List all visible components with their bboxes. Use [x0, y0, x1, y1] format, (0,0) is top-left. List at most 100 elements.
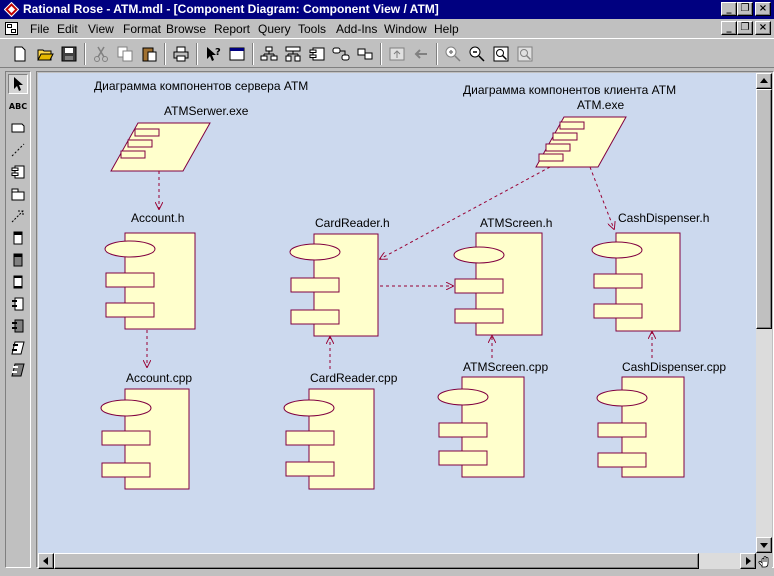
component-account-h[interactable]: Account.h	[104, 211, 196, 330]
print-button[interactable]	[170, 43, 192, 65]
copy-button[interactable]	[114, 43, 136, 65]
component-atmscreen-h[interactable]: ATMScreen.h	[453, 216, 552, 336]
arrow-up-icon	[760, 78, 768, 83]
menu-add-ins[interactable]: Add-Ins	[336, 22, 378, 36]
menu-help[interactable]: Help	[434, 22, 459, 36]
class-diagram-icon	[260, 46, 278, 61]
component-label: ATMSerwer.exe	[164, 104, 249, 118]
component-account-cpp[interactable]: Account.cpp	[100, 371, 192, 490]
component-diagram-canvas[interactable]: Диаграмма компонентов сервера ATM Диагра…	[38, 73, 756, 553]
component-atmscreen-cpp[interactable]: ATMScreen.cpp	[437, 360, 548, 478]
diagram-window: Диаграмма компонентов сервера ATM Диагра…	[36, 71, 774, 569]
pointer-help-icon: ?	[207, 47, 221, 61]
text-box-tool[interactable]: ABC	[8, 96, 28, 116]
browse-component-diagram-button[interactable]	[306, 43, 328, 65]
component-cashdispenser-cpp[interactable]: CashDispenser.cpp	[596, 360, 726, 478]
component-label: Account.cpp	[126, 371, 192, 385]
component-cashdispenser-h[interactable]: CashDispenser.h	[591, 211, 709, 332]
diagram-toolbox: ABC	[5, 71, 31, 568]
subprogram-body-tool[interactable]	[8, 250, 28, 270]
browse-state-diagram-button[interactable]	[330, 43, 352, 65]
menu-view[interactable]: View	[88, 22, 114, 36]
toolbar-separator	[164, 43, 166, 65]
component-tool[interactable]	[8, 162, 28, 182]
menu-browse[interactable]: Browse	[166, 22, 207, 36]
browse-parent-button[interactable]	[386, 43, 408, 65]
text-tool-label: ABC	[8, 101, 28, 111]
package-body-tool[interactable]	[8, 316, 28, 336]
browse-deployment-diagram-button[interactable]	[354, 43, 376, 65]
package-tool[interactable]	[8, 184, 28, 204]
save-button[interactable]	[58, 43, 80, 65]
subprogram-spec-tool[interactable]	[8, 228, 28, 248]
scroll-left-button[interactable]	[38, 553, 54, 569]
browse-interaction-diagram-button[interactable]	[282, 43, 304, 65]
scroll-down-button[interactable]	[756, 537, 772, 553]
server-diagram-title: Диаграмма компонентов сервера ATM	[94, 79, 308, 93]
svg-text:?: ?	[215, 47, 221, 58]
new-button[interactable]	[9, 43, 31, 65]
horizontal-scroll-thumb[interactable]	[54, 553, 699, 569]
component-label: CashDispenser.cpp	[622, 360, 726, 374]
component-cardreader-cpp[interactable]: CardReader.cpp	[283, 371, 398, 490]
menu-bar: File Edit View Format Browse Report Quer…	[0, 19, 774, 38]
hand-cursor-icon	[758, 556, 769, 568]
task-body-icon	[11, 363, 25, 377]
close-button[interactable]: ×	[755, 2, 771, 16]
zoom-out-button[interactable]	[466, 43, 488, 65]
dependency-atm-exe-to-cardreader-h[interactable]	[380, 166, 551, 259]
menu-edit[interactable]: Edit	[57, 22, 78, 36]
child-minimize-button[interactable]: _	[721, 21, 737, 35]
dependency-atm-exe-to-cashdispenser-h[interactable]	[589, 166, 614, 229]
diagram-svg: Диаграмма компонентов сервера ATM Диагра…	[94, 79, 726, 490]
dependency-tool[interactable]	[8, 206, 28, 226]
task-body-tool[interactable]	[8, 360, 28, 380]
minimize-button[interactable]: _	[721, 2, 737, 16]
browse-class-diagram-button[interactable]	[258, 43, 280, 65]
parent-diagram-icon	[389, 47, 405, 61]
fit-in-window-button[interactable]	[490, 43, 512, 65]
vertical-scroll-thumb[interactable]	[756, 89, 772, 329]
component-cardreader-h[interactable]: CardReader.h	[289, 216, 390, 337]
component-label: ATM.exe	[577, 98, 624, 112]
title-bar: Rational Rose - ATM.mdl - [Component Dia…	[0, 0, 774, 19]
vertical-scrollbar[interactable]	[756, 73, 772, 553]
browse-view-button[interactable]	[226, 43, 248, 65]
menu-report[interactable]: Report	[214, 22, 251, 36]
selection-tool[interactable]	[8, 74, 28, 94]
zoom-out-icon	[469, 46, 485, 62]
context-help-button[interactable]: ?	[202, 43, 224, 65]
cut-button[interactable]	[90, 43, 112, 65]
component-atmserwer-exe[interactable]: ATMSerwer.exe	[110, 104, 249, 172]
menu-query[interactable]: Query	[258, 22, 291, 36]
child-restore-button[interactable]: ❐	[737, 21, 753, 35]
restore-button[interactable]: ❐	[737, 2, 753, 16]
document-icon[interactable]	[4, 21, 19, 36]
child-close-button[interactable]: ×	[755, 21, 771, 35]
paste-button[interactable]	[138, 43, 160, 65]
printer-icon	[173, 46, 189, 62]
scroll-right-button[interactable]	[740, 553, 756, 569]
task-spec-tool[interactable]	[8, 338, 28, 358]
menu-window[interactable]: Window	[384, 22, 427, 36]
clipboard-icon	[142, 47, 157, 62]
component-label: CardReader.h	[315, 216, 390, 230]
menu-format[interactable]: Format	[123, 22, 162, 36]
package-spec-tool[interactable]	[8, 294, 28, 314]
note-tool[interactable]	[8, 118, 28, 138]
menu-tools[interactable]: Tools	[298, 22, 327, 36]
new-document-icon	[14, 46, 26, 62]
anchor-note-tool[interactable]	[8, 140, 28, 160]
toolbar-separator	[196, 43, 198, 65]
zoom-in-button[interactable]	[442, 43, 464, 65]
rational-rose-icon[interactable]	[4, 2, 19, 17]
component-label: CardReader.cpp	[310, 371, 398, 385]
scroll-up-button[interactable]	[756, 73, 772, 89]
component-atm-exe[interactable]: ATM.exe	[535, 98, 627, 168]
horizontal-scrollbar[interactable]	[38, 553, 756, 569]
browse-previous-button[interactable]	[410, 43, 432, 65]
menu-file[interactable]: File	[30, 22, 50, 36]
undo-fit-in-window-button[interactable]	[514, 43, 536, 65]
main-program-tool[interactable]	[8, 272, 28, 292]
open-button[interactable]	[34, 43, 56, 65]
